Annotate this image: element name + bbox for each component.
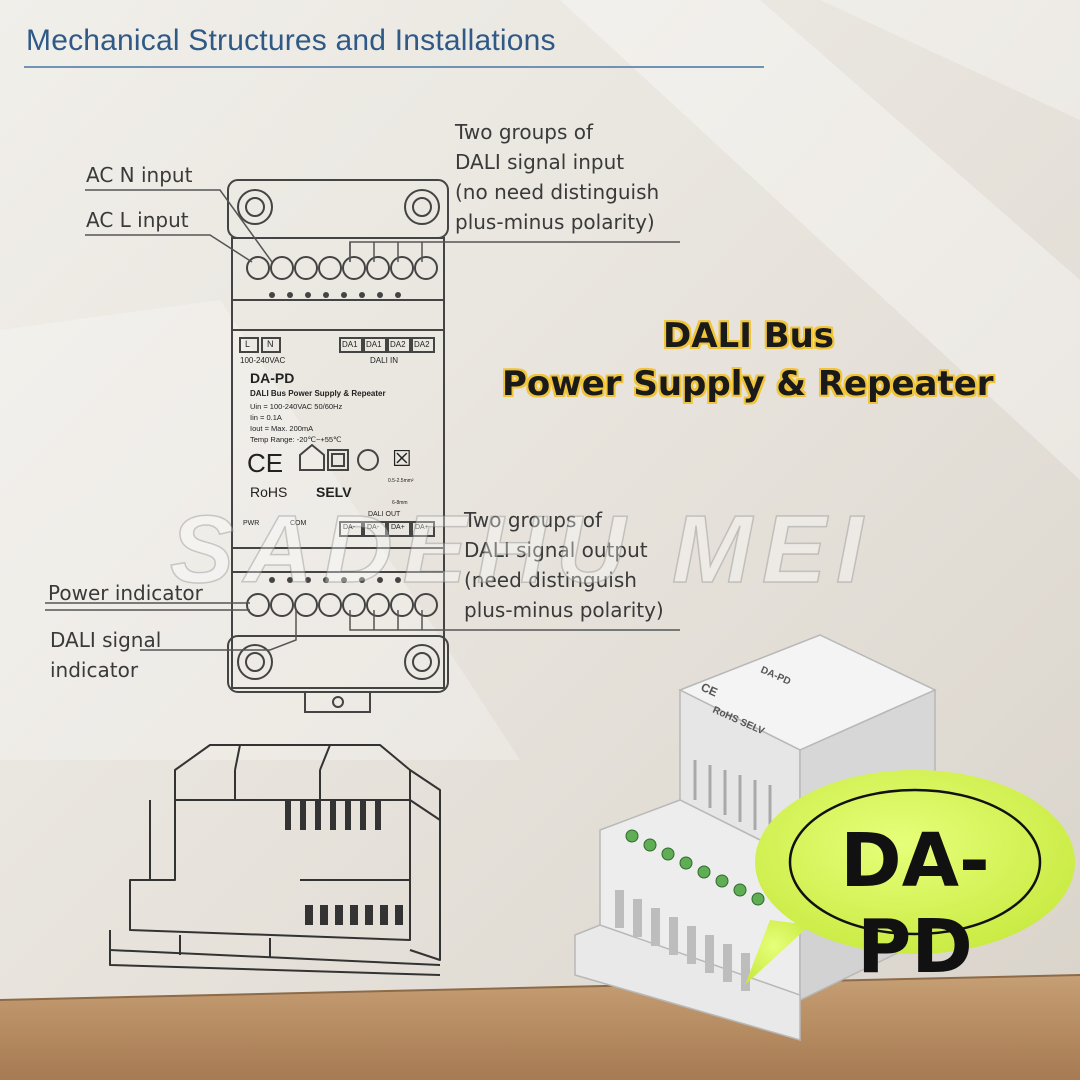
badge-bubble [755, 770, 1075, 954]
callout-dali-signal-indicator-line: indicator [50, 658, 139, 682]
label-voltage: 100-240VAC [240, 356, 286, 365]
callout-dali-output-line: (need distinguish [464, 568, 637, 592]
callout-dali-input-line: plus-minus polarity) [455, 210, 655, 234]
callout-dali-input: Two groups of DALI signal input (no need… [455, 117, 659, 237]
label-spec: Iin = 0.1A [250, 413, 282, 422]
label-term-l: L [245, 339, 251, 349]
label-com: COM [290, 520, 307, 527]
label-pwr: PWR [243, 520, 260, 527]
product-title-line1: DALI Bus [663, 316, 835, 356]
label-spec: Temp Range: -20℃~+55℃ [250, 435, 342, 444]
product-title-line2: Power Supply & Repeater [502, 364, 994, 404]
callout-dali-output-line: Two groups of [464, 508, 602, 532]
callout-dali-input-line: (no need distinguish [455, 180, 660, 204]
label-da-out-2: DA- [367, 524, 380, 531]
callout-dali-input-line: Two groups of [455, 120, 593, 144]
label-rohs: RoHS [250, 484, 288, 500]
model-badge-text: DA-PD [840, 818, 990, 990]
label-da-in-3: DA2 [390, 340, 406, 349]
watermark: SADEHU MEI [169, 495, 873, 604]
label-spec: Iout = Max. 200mA [250, 424, 314, 433]
callout-dali-signal-indicator-line: DALI signal [50, 628, 162, 652]
label-da-out-3: DA+ [391, 524, 405, 531]
label-da-in-1: DA1 [342, 340, 358, 349]
weee-bin-icon: ☒ [392, 446, 412, 471]
callout-ac-n-input: AC N input [86, 163, 193, 187]
label-model: DA-PD [250, 370, 295, 386]
label-selv: SELV [316, 484, 352, 500]
label-spec: Uin = 100-240VAC 50/60Hz [250, 402, 343, 411]
label-description: DALI Bus Power Supply & Repeater [250, 389, 386, 398]
ce-mark: CE [247, 448, 284, 478]
page-heading: Mechanical Structures and Installations [26, 24, 556, 57]
heading-underline [24, 66, 764, 68]
label-wire-size: 0.5-2.5mm² [388, 478, 414, 484]
label-term-n: N [267, 339, 274, 349]
callout-dali-output: Two groups of DALI signal output (need d… [464, 505, 664, 625]
callout-dali-output-line: plus-minus polarity) [464, 598, 664, 622]
label-da-in-2: DA1 [366, 340, 382, 349]
label-strip-length: 6-8mm [392, 500, 408, 506]
label-dali-out: DALI OUT [368, 511, 401, 518]
label-dali-in: DALI IN [370, 356, 399, 365]
callout-dali-output-line: DALI signal output [464, 538, 648, 562]
label-da-in-4: DA2 [414, 340, 430, 349]
label-da-out-4: DA+ [415, 524, 429, 531]
label-da-out-1: DA- [343, 524, 356, 531]
callout-ac-l-input: AC L input [86, 208, 189, 232]
callout-dali-input-line: DALI signal input [455, 150, 625, 174]
callout-power-indicator: Power indicator [48, 581, 203, 605]
callout-dali-signal-indicator: DALI signal indicator [50, 625, 161, 685]
svg-text:CE: CE [699, 680, 720, 700]
